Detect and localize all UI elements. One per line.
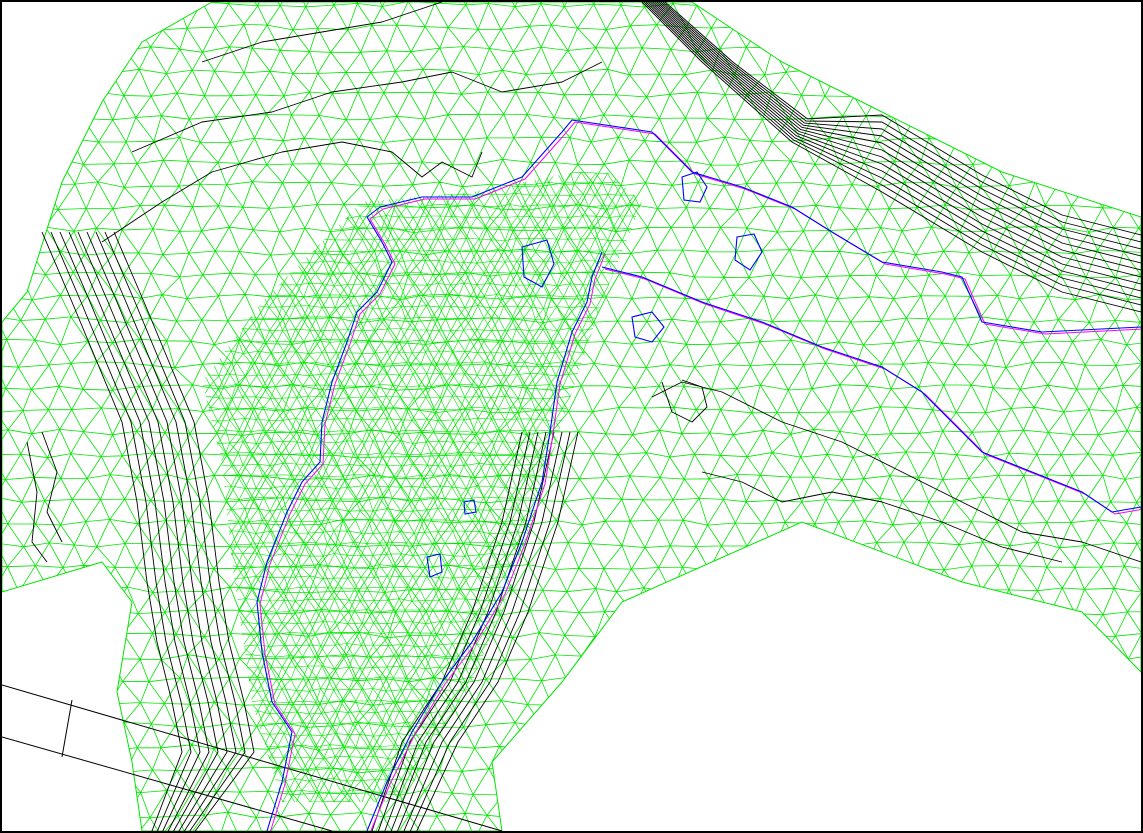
water-pocket — [426, 553, 443, 578]
contour-line — [68, 231, 210, 831]
elevation-contours — [26, 2, 1141, 831]
water-pocket — [734, 233, 763, 271]
contour-line — [652, 2, 1141, 278]
contour-line — [377, 431, 531, 831]
water-edges — [256, 119, 1141, 831]
contour-line — [645, 2, 1141, 299]
contour-line — [41, 431, 63, 543]
water-pocket — [631, 311, 665, 343]
road-edge — [2, 736, 333, 831]
water-edge-magenta — [370, 253, 606, 831]
contour-line — [50, 231, 192, 831]
road-lines — [2, 684, 503, 831]
water-edge-blue — [256, 206, 393, 831]
contour-line — [660, 2, 1141, 250]
water-edge-magenta — [259, 208, 396, 831]
contour-line — [101, 141, 483, 243]
contour-line — [664, 2, 1141, 236]
contour-line — [409, 431, 571, 831]
contour-line — [371, 431, 523, 831]
contour-line — [650, 2, 1141, 285]
contour-line — [701, 471, 1063, 563]
water-edge-blue — [601, 266, 1141, 513]
contour-line — [416, 431, 579, 831]
contour-line — [643, 2, 1141, 306]
contour-line — [104, 231, 246, 831]
contour-line — [403, 431, 563, 831]
contour-line — [661, 379, 708, 423]
road-edge — [61, 699, 73, 758]
contour-line — [390, 431, 547, 831]
contour-line — [26, 441, 48, 563]
water-edge-blue — [366, 251, 603, 831]
contour-line — [656, 2, 1141, 264]
water-pocket — [463, 499, 477, 515]
water-pocket — [521, 239, 555, 288]
contour-line — [95, 231, 237, 831]
contour-line — [131, 61, 603, 153]
contour-line — [651, 381, 1141, 563]
water-edge-magenta — [382, 121, 1141, 335]
contour-line — [662, 2, 1141, 243]
water-pocket — [681, 171, 708, 203]
road-edge — [2, 684, 503, 831]
contour-line — [77, 231, 219, 831]
water-edge-blue — [379, 119, 1141, 333]
contour-line — [41, 231, 183, 831]
contour-line — [641, 2, 1141, 313]
contour-line — [658, 2, 1141, 257]
contour-line — [59, 231, 201, 831]
contour-line — [86, 231, 228, 831]
contour-line — [113, 231, 255, 831]
contour-line — [647, 2, 1141, 292]
contour-line — [201, 2, 443, 63]
contour-line — [654, 2, 1141, 271]
